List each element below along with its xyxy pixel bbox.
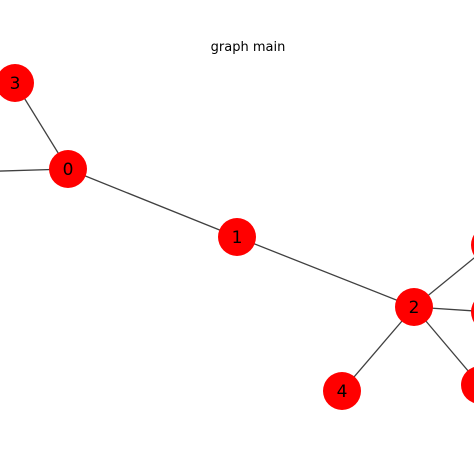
node-circle-3 [0, 64, 34, 102]
node-layer: 0 1 2 3 4 [0, 64, 474, 410]
node-label-0: 0 [63, 160, 74, 180]
graph-title: graph main [211, 40, 286, 55]
node-circle-7 [471, 301, 474, 323]
node-circle-4 [323, 372, 361, 410]
node-label-4: 4 [337, 382, 348, 402]
node-0: 0 [49, 150, 87, 188]
node-circle-1 [218, 218, 256, 256]
node-circle-2 [395, 288, 433, 326]
node-6 [471, 234, 474, 256]
node-circle-8 [461, 366, 474, 404]
node-label-2: 2 [409, 298, 420, 318]
node-1: 1 [218, 218, 256, 256]
node-circle-0 [49, 150, 87, 188]
node-circle-6 [471, 234, 474, 256]
node-2: 2 [395, 288, 433, 326]
node-4: 4 [323, 372, 361, 410]
node-label-3: 3 [10, 74, 21, 94]
edge-0-1 [67, 168, 238, 238]
node-3: 3 [0, 64, 34, 102]
node-8 [461, 366, 474, 404]
node-label-1: 1 [232, 228, 243, 248]
edge-1-2 [236, 236, 415, 308]
node-7 [471, 301, 474, 323]
